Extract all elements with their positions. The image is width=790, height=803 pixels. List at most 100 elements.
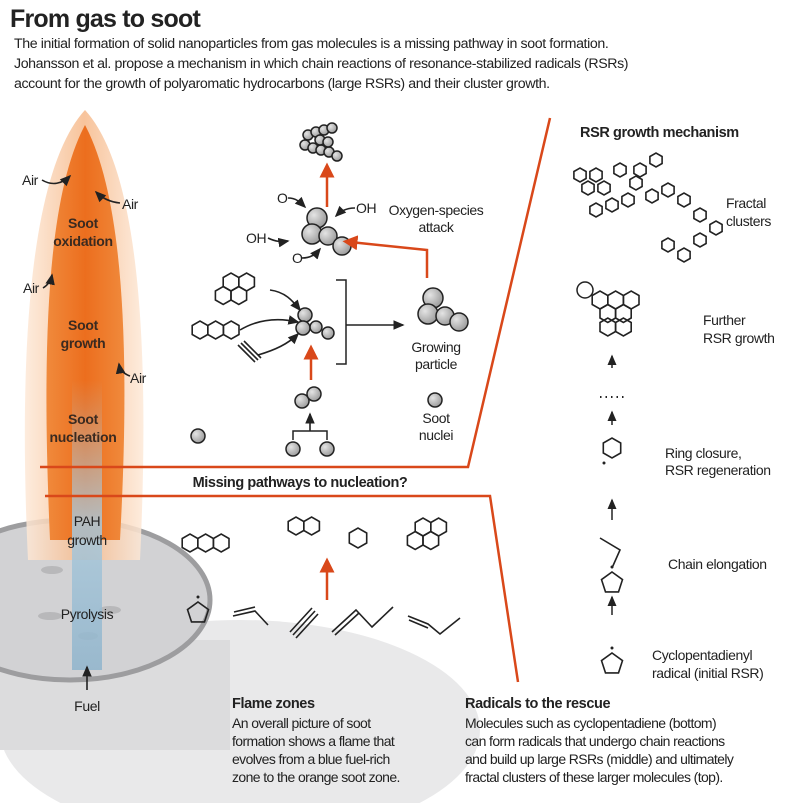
chain-elongation-label: Chain elongation: [668, 556, 767, 572]
fractal-cluster-ring: [661, 182, 675, 198]
radicals-text: can form radicals that undergo chain rea…: [465, 733, 725, 749]
fractal-cluster-ring: [597, 180, 611, 196]
air-arrow: [42, 273, 55, 289]
air-arrow: [115, 362, 131, 377]
oxygen-attack-label: Oxygen-species: [389, 202, 484, 218]
air-label: Air: [122, 196, 139, 212]
zone-oxidation-label: oxidation: [53, 233, 113, 249]
fractal-cluster-ring: [709, 220, 723, 236]
pah-arrow: [239, 315, 300, 331]
attack-arrow: [267, 237, 290, 248]
soot-sphere: [318, 226, 338, 246]
anthracene-ring: [207, 320, 225, 340]
soot-sphere: [417, 303, 439, 325]
soot-sphere: [295, 320, 311, 336]
oxygen-attack-label: attack: [419, 219, 455, 235]
anthracene-ring: [212, 533, 230, 553]
fractal-cluster-ring: [605, 197, 619, 213]
radical-dot: [196, 595, 200, 599]
cyclopentadienyl-label: Cyclopentadienyl: [652, 647, 753, 663]
zone-pah-label: PAH: [74, 513, 101, 529]
large-rsr-ring: [614, 317, 633, 337]
missing-panel-border: [45, 494, 520, 683]
soot-nuclei-label: nuclei: [419, 427, 453, 443]
butadiene: [331, 606, 394, 636]
zone-nucleation-label: nucleation: [49, 429, 116, 445]
soot-sphere: [427, 392, 443, 408]
oh-label: OH: [356, 200, 376, 216]
air-label: Air: [22, 172, 39, 188]
fractal-cluster-ring: [693, 207, 707, 223]
fractal-cluster-ring: [693, 232, 707, 248]
air-label: Air: [23, 280, 40, 296]
pyrene-ring: [214, 285, 232, 306]
fractal-cluster-ring: [589, 167, 603, 183]
anthracene-ring: [222, 320, 240, 340]
naphthalene-ring: [302, 516, 321, 536]
soot-sphere: [331, 150, 343, 162]
rsr-step-arrows: [600, 354, 626, 615]
cyclopentadienyl-radical: [600, 652, 624, 674]
zone-growth-label: Soot: [68, 317, 99, 333]
attack-arrow: [334, 205, 356, 218]
radical-dot: [602, 461, 606, 465]
fractal-cluster-ring: [589, 202, 603, 218]
cyclopentadienyl: [186, 601, 210, 623]
soot-sphere: [285, 441, 301, 457]
zone-oxidation-label: Soot: [68, 215, 99, 231]
zone-growth-label: growth: [61, 335, 106, 351]
radicals-text: Molecules such as cyclopentadiene (botto…: [465, 715, 716, 731]
acetylene-arrow: [257, 332, 300, 356]
rsr-panel-title: RSR growth mechanism: [580, 125, 739, 141]
acetylene: [289, 607, 319, 639]
molecules: [181, 152, 723, 674]
fuel-label: Fuel: [74, 698, 100, 714]
pyrene-ring: [230, 285, 248, 306]
soot-nuclei-label: Soot: [422, 410, 450, 426]
attack-arrow: [287, 196, 307, 209]
soot-sphere: [449, 312, 469, 332]
acetylene: [237, 340, 262, 363]
further-growth-label: RSR growth: [703, 330, 774, 346]
pah-arrow: [269, 289, 301, 312]
flame-zones-text: An overall picture of soot: [232, 715, 371, 731]
o-label: O: [277, 190, 288, 206]
soot-sphere: [297, 307, 313, 323]
radical-dot: [610, 646, 614, 650]
zone-pyrolysis-label: Pyrolysis: [61, 606, 114, 622]
zone-pah-label: growth: [67, 532, 107, 548]
fractal-cluster-ring: [677, 247, 691, 263]
burner: [0, 517, 480, 803]
large-rsr-ring: [599, 317, 617, 337]
fractal-cluster-ring: [649, 152, 663, 168]
benzene-ring: [348, 527, 368, 549]
anthracene-ring: [197, 533, 215, 553]
flame-zones-text: evolves from a blue fuel-rich: [232, 751, 390, 767]
fulvenyl-ring: [600, 571, 624, 593]
large-rsr-ring: [599, 303, 617, 324]
attack-arrow: [301, 247, 322, 260]
o-label: O: [292, 250, 303, 266]
subtitle-line: Johansson et al. propose a mechanism in …: [14, 56, 628, 72]
soot-sphere: [322, 136, 334, 148]
pyrene-ring: [422, 530, 440, 551]
large-rsr-ring: [614, 303, 633, 324]
anthracene-ring: [181, 533, 199, 553]
soot-sphere: [321, 326, 335, 340]
further-growth-label: Further: [703, 312, 746, 328]
flame-zones-title: Flame zones: [232, 696, 315, 712]
growing-particle-label: particle: [415, 356, 458, 372]
vinyl-radical: [232, 606, 269, 626]
merge-connector: [292, 430, 328, 440]
soot-sphere: [306, 386, 322, 402]
ring-closure-label: RSR regeneration: [665, 462, 771, 478]
cyclopentadienyl-label: radical (initial RSR): [652, 665, 763, 681]
ring-closure-label: Ring closure,: [665, 445, 742, 461]
fractal-label: Fractal: [726, 195, 766, 211]
radicals-title: Radicals to the rescue: [465, 696, 610, 712]
particle-panel-border: [40, 117, 552, 469]
naphthalene-ring: [287, 516, 305, 536]
radicals-text: and build up large RSRs (middle) and ult…: [465, 751, 734, 767]
fractal-label: clusters: [726, 213, 771, 229]
